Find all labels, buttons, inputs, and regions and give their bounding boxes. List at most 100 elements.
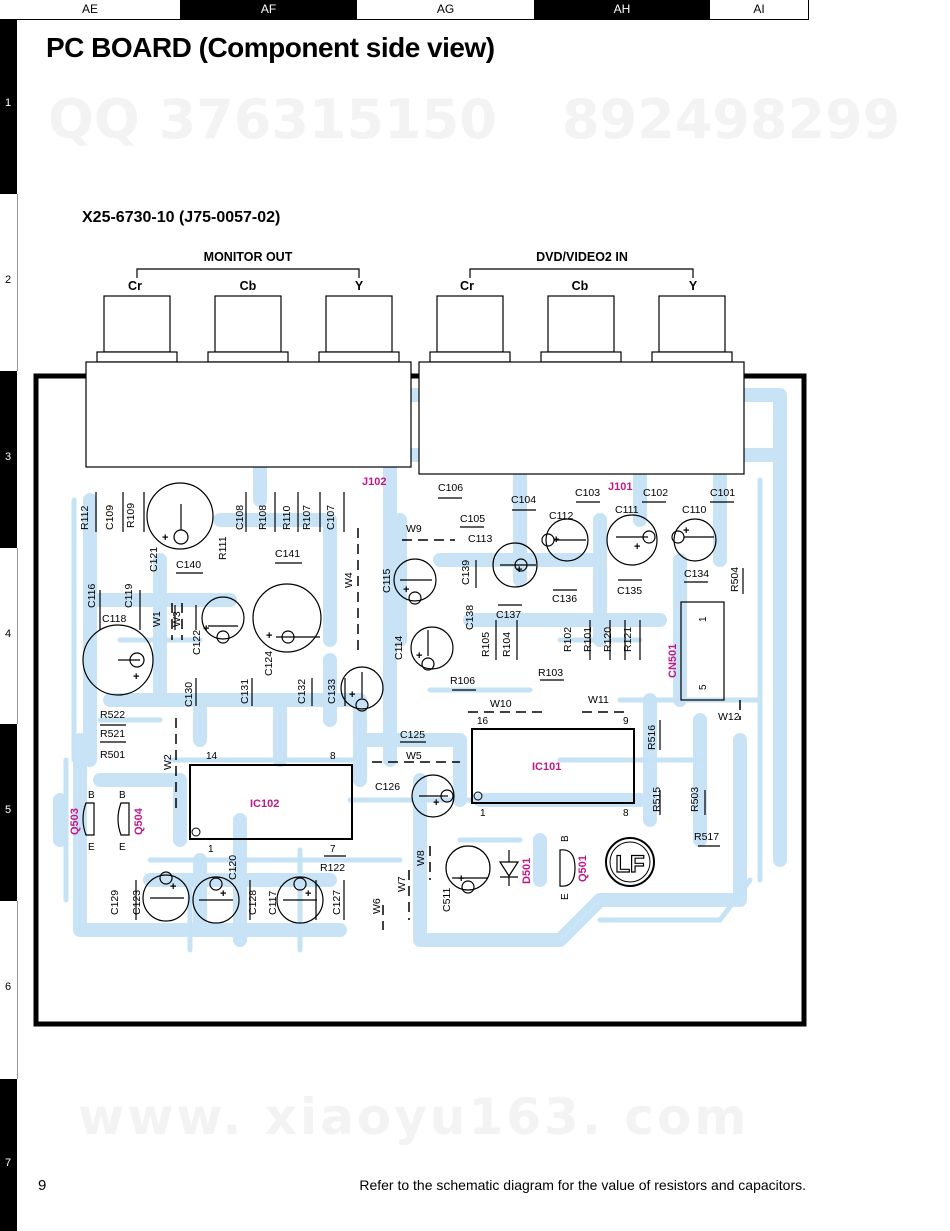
page-number: 9 <box>38 1177 47 1194</box>
row-label: 7 <box>0 1079 17 1231</box>
component-label: 14 <box>206 751 218 762</box>
component-markers <box>95 492 744 920</box>
component-label: E <box>88 842 95 853</box>
component-label: B <box>88 790 95 801</box>
component-label: C113 <box>468 533 492 545</box>
component-label: C106 <box>438 482 463 494</box>
jack-label: Cb <box>572 279 589 293</box>
component-label: C135 <box>617 585 642 597</box>
component-label: + <box>433 797 439 809</box>
monitor-out-label: MONITOR OUT <box>204 250 293 264</box>
cn501-outline <box>680 601 725 701</box>
ref-q503: Q503 <box>69 808 81 835</box>
row-label: 4 <box>0 548 18 724</box>
component-label: + <box>403 584 409 596</box>
component-label: C130 <box>183 682 195 707</box>
component-label: W3 <box>171 611 183 627</box>
jack-label: Cb <box>240 279 257 293</box>
watermark-number: 892498299 <box>562 88 901 151</box>
component-label: R120 <box>602 627 614 652</box>
component-label: R110 <box>281 506 293 530</box>
component-label: R516 <box>646 725 658 750</box>
row-label: 3 <box>0 371 17 548</box>
component-label: C126 <box>375 781 400 793</box>
component-label: C128 <box>247 890 259 915</box>
component-label: C137 <box>496 609 521 621</box>
component-label: W5 <box>406 750 422 762</box>
component-label: C121 <box>148 547 160 572</box>
component-label: C122 <box>191 630 203 655</box>
component-label: 7 <box>330 844 336 855</box>
component-label: R122 <box>320 862 345 874</box>
component-label: W9 <box>406 523 422 535</box>
jumper-wires <box>171 528 741 930</box>
component-label: R517 <box>694 831 719 843</box>
component-label: + <box>553 534 559 546</box>
component-label: + <box>220 888 226 900</box>
component-label: C109 <box>104 505 116 530</box>
component-label: C133 <box>326 679 338 704</box>
component-label: 9 <box>623 716 629 727</box>
component-label: + <box>133 671 139 683</box>
component-label: R501 <box>100 749 125 761</box>
component-label: 1 <box>698 616 709 622</box>
component-label: C102 <box>643 487 668 499</box>
component-label: R111 <box>217 536 229 560</box>
component-label: E <box>560 893 571 900</box>
ic102-outline <box>189 764 353 840</box>
dvd-in-label: DVD/VIDEO2 IN <box>536 250 628 264</box>
component-label: R104 <box>501 632 513 657</box>
component-label: C136 <box>552 593 577 605</box>
component-label: R107 <box>301 505 313 530</box>
component-label: E <box>119 842 126 853</box>
component-label: C114 <box>393 636 405 660</box>
component-label: C116 <box>86 584 98 608</box>
component-label: C132 <box>296 679 308 704</box>
component-label: 8 <box>330 751 336 762</box>
component-label: C125 <box>400 729 425 741</box>
component-label: W11 <box>588 694 609 706</box>
component-label: W2 <box>162 754 174 770</box>
component-label: C511 <box>441 888 453 912</box>
component-label: 5 <box>698 684 709 690</box>
component-label: C141 <box>275 548 300 560</box>
component-label: C115 <box>381 569 393 593</box>
column-label: AG <box>357 0 534 20</box>
watermark-site: www. xiaoyu163. com <box>78 1088 750 1146</box>
component-label: + <box>203 623 209 635</box>
component-label: C104 <box>511 494 536 506</box>
column-label: AI <box>710 0 809 20</box>
ref-ic102: IC102 <box>250 798 279 810</box>
component-label: C134 <box>684 568 709 580</box>
component-label: R101 <box>582 627 594 652</box>
component-label: + <box>170 881 176 893</box>
component-label: W6 <box>371 898 383 914</box>
component-label: B <box>119 790 126 801</box>
component-label: C111 <box>615 504 639 516</box>
component-label: R105 <box>480 632 492 657</box>
component-label: C140 <box>176 559 201 571</box>
component-label: R102 <box>562 627 574 652</box>
component-label: 1 <box>480 808 486 819</box>
column-index-bar: AE AF AG AH AI <box>0 0 809 20</box>
component-label: R109 <box>125 503 137 528</box>
ref-ic101: IC101 <box>532 761 561 773</box>
component-label: W8 <box>415 850 427 866</box>
component-label: W10 <box>490 698 512 710</box>
component-label: C124 <box>263 651 275 676</box>
component-label: B <box>560 835 571 842</box>
page-title: PC BOARD (Component side view) <box>46 32 495 63</box>
component-label: R108 <box>257 505 269 530</box>
dvd-video2-in-connector <box>418 268 745 475</box>
component-label: C129 <box>109 890 121 915</box>
ref-cn501: CN501 <box>667 644 679 678</box>
watermark-qq: QQ 376315150 <box>48 88 497 151</box>
component-label: + <box>516 564 522 576</box>
component-label: W1 <box>151 611 163 627</box>
component-label: 8 <box>623 808 629 819</box>
component-label: C139 <box>460 560 472 585</box>
row-label: 6 <box>0 901 18 1079</box>
component-label: + <box>416 650 422 662</box>
component-label: R503 <box>689 787 701 812</box>
